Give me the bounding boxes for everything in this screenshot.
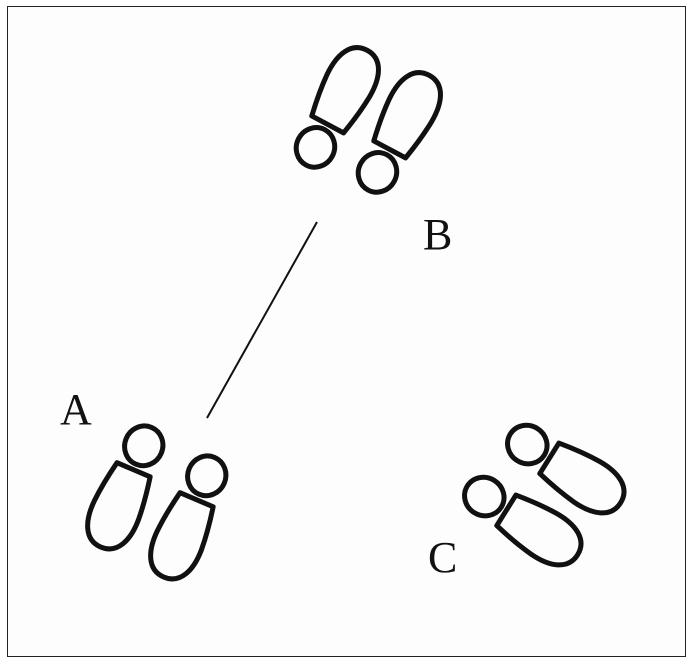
footprint-a-left <box>79 418 174 556</box>
label-b: B <box>423 213 452 257</box>
footprints-b <box>285 39 451 201</box>
footprint-b-right <box>347 64 451 201</box>
label-a: A <box>60 388 92 432</box>
connector-line-a-b <box>207 222 317 418</box>
footprint-a-right <box>142 448 237 586</box>
footprints-c <box>455 414 634 576</box>
footprint-c-upper <box>498 414 634 524</box>
label-c: C <box>428 536 457 580</box>
footprint-c-lower <box>455 466 591 576</box>
footprints-a <box>79 418 237 586</box>
